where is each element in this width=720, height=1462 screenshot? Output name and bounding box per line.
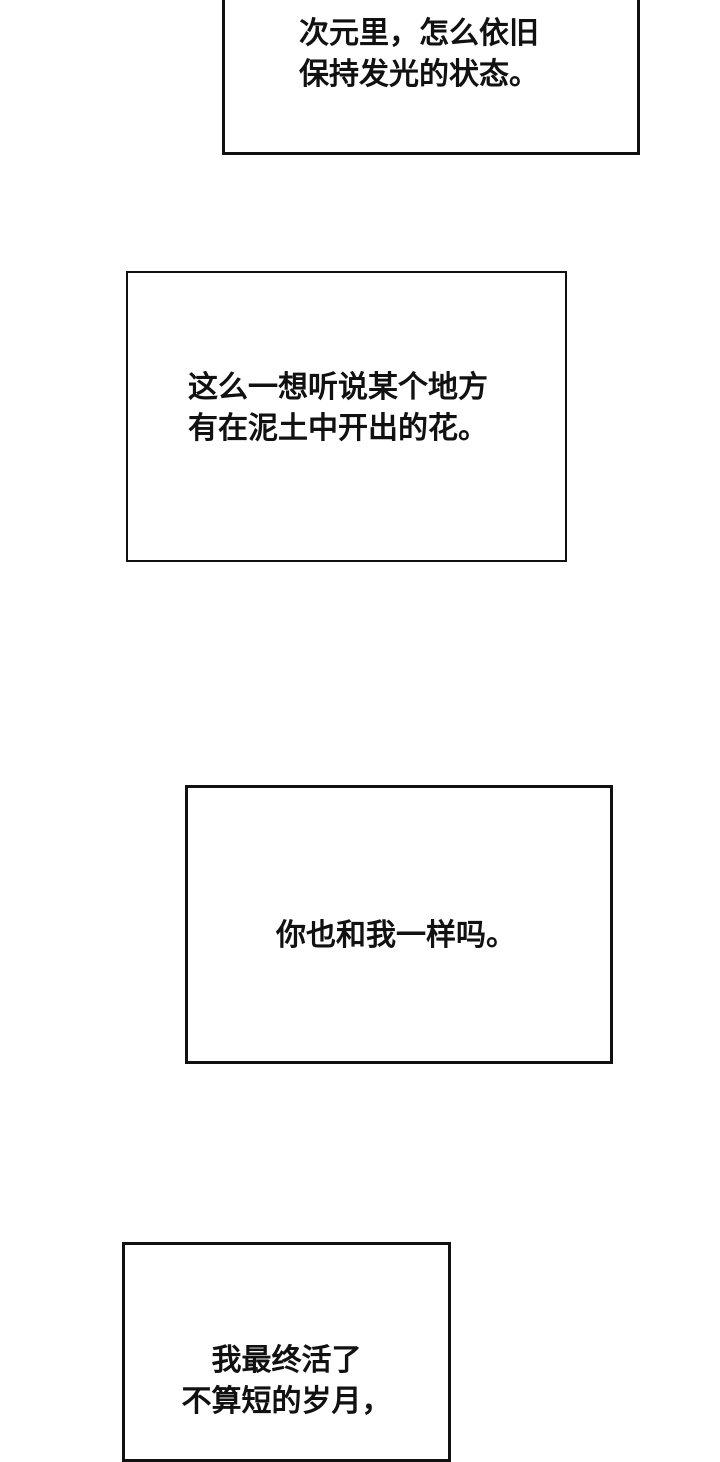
caption-box-3: 你也和我一样吗。 <box>185 785 613 1064</box>
caption-line: 保持发光的状态。 <box>299 57 539 92</box>
caption-box-4: 我最终活了 不算短的岁月， <box>122 1242 451 1462</box>
caption-text: 我最终活了 不算短的岁月， <box>125 1340 448 1422</box>
caption-line: 次元里，怎么依旧 <box>299 16 539 51</box>
caption-text: 你也和我一样吗。 <box>276 915 516 956</box>
caption-box-1: 次元里，怎么依旧 保持发光的状态。 <box>222 0 640 155</box>
caption-line: 不算短的岁月， <box>181 1384 392 1419</box>
caption-box-2: 这么一想听说某个地方 有在泥土中开出的花。 <box>126 271 567 562</box>
caption-line: 这么一想听说某个地方 <box>188 370 488 405</box>
caption-line: 我最终活了 <box>211 1343 362 1378</box>
caption-text: 这么一想听说某个地方 有在泥土中开出的花。 <box>188 367 488 449</box>
caption-line: 你也和我一样吗。 <box>276 918 516 953</box>
caption-text: 次元里，怎么依旧 保持发光的状态。 <box>299 13 539 95</box>
caption-line: 有在泥土中开出的花。 <box>188 411 488 446</box>
